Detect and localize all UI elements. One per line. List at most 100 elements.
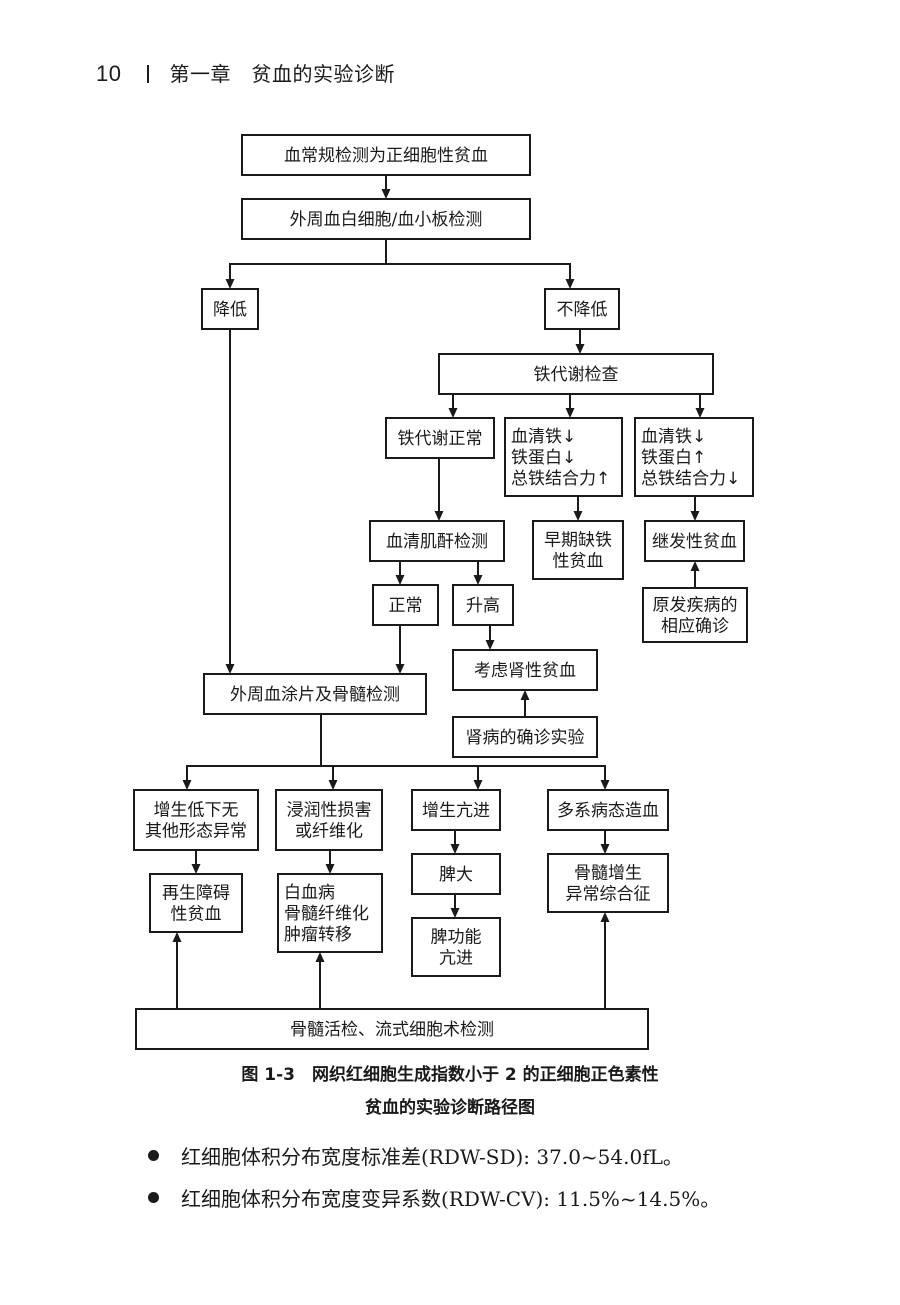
flow-connector xyxy=(695,394,705,418)
arrowhead xyxy=(473,780,483,790)
node-text: 增生低下无 xyxy=(154,801,239,821)
arrowhead xyxy=(225,664,235,674)
node-box xyxy=(411,853,501,895)
arrowhead xyxy=(690,511,700,521)
connector-line xyxy=(386,263,571,279)
chapter-title: 第一章 贫血的实验诊断 xyxy=(169,62,395,86)
flow-connector xyxy=(321,765,610,790)
node-text: 血清铁↓ xyxy=(641,427,706,447)
node-text: 骨髓活检、流式细胞术检测 xyxy=(290,1020,494,1040)
arrowhead xyxy=(600,844,610,854)
node-text: 性贫血 xyxy=(171,905,222,925)
flow-connector xyxy=(600,912,610,1009)
node-box xyxy=(277,873,383,953)
node-box xyxy=(532,520,624,580)
node-box xyxy=(438,353,714,395)
node-box xyxy=(372,584,439,626)
flow-connector xyxy=(325,850,335,874)
flow-node-n16: 外周血涂片及骨髓检测 xyxy=(203,673,427,715)
arrowhead xyxy=(573,511,583,521)
flow-connector xyxy=(172,932,182,1009)
node-text: 血清肌酐检测 xyxy=(386,532,488,552)
node-text: 铁代谢正常 xyxy=(398,429,483,449)
connector-line xyxy=(186,714,322,780)
node-text: 继发性贫血 xyxy=(652,532,737,552)
flow-node-n4: 不降低 xyxy=(544,288,620,330)
node-text: 相应确诊 xyxy=(661,617,729,637)
flow-connector xyxy=(575,329,585,354)
node-box xyxy=(547,853,669,913)
flow-node-n2: 外周血白细胞/血小板检测 xyxy=(241,198,531,240)
flow-connector xyxy=(450,830,460,854)
node-box xyxy=(241,198,531,240)
arrowhead xyxy=(575,344,585,354)
flow-connector xyxy=(225,239,387,289)
flow-connector xyxy=(600,830,610,854)
node-box xyxy=(203,673,427,715)
arrowhead xyxy=(395,664,405,674)
arrowhead xyxy=(315,952,325,962)
flow-node-n8: 血清铁↓铁蛋白↑总铁结合力↓ xyxy=(634,417,754,497)
node-text: 血常规检测为正细胞性贫血 xyxy=(284,146,488,166)
arrowhead xyxy=(182,780,192,790)
node-box xyxy=(241,134,531,176)
arrowhead xyxy=(520,690,530,700)
arrowhead xyxy=(565,279,575,289)
node-text: 肿瘤转移 xyxy=(284,925,352,945)
flow-connector xyxy=(381,175,391,199)
node-text: 原发疾病的 xyxy=(653,596,738,616)
connector-line xyxy=(321,765,606,780)
node-box xyxy=(452,716,598,758)
arrowhead xyxy=(565,408,575,418)
flow-connector xyxy=(182,714,322,790)
bullet-item-rdw-cv: 红细胞体积分布宽度变异系数(RDW-CV): 11.5%~14.5%。 xyxy=(148,1183,720,1212)
flow-node-n13: 升高 xyxy=(452,584,514,626)
node-text: 升高 xyxy=(466,596,500,616)
figure-caption-line-2: 贫血的实验诊断路径图 xyxy=(365,1098,535,1118)
node-text: 性贫血 xyxy=(553,552,604,572)
node-box xyxy=(544,288,620,330)
arrowhead xyxy=(690,561,700,571)
flow-connector xyxy=(328,766,338,790)
node-text: 或纤维化 xyxy=(295,822,363,842)
arrowhead xyxy=(328,780,338,790)
flow-node-n20: 增生亢进 xyxy=(411,789,501,831)
flow-node-n24: 脾大 xyxy=(411,853,501,895)
node-box xyxy=(504,417,623,497)
node-text: 异常综合征 xyxy=(566,885,651,905)
page-header: 10 第一章 贫血的实验诊断 xyxy=(96,58,395,87)
arrowhead xyxy=(600,912,610,922)
flow-connector xyxy=(485,625,495,650)
node-text: 早期缺铁 xyxy=(544,531,612,551)
node-text: 血清铁↓ xyxy=(511,427,576,447)
node-box xyxy=(369,520,505,562)
flow-node-n5: 铁代谢检查 xyxy=(438,353,714,395)
flow-node-n11: 继发性贫血 xyxy=(644,520,745,562)
node-text: 骨髓纤维化 xyxy=(284,904,369,924)
node-text: 浸润性损害 xyxy=(287,801,372,821)
flow-connector xyxy=(450,894,460,918)
flow-connector xyxy=(225,329,235,674)
node-box xyxy=(133,789,259,851)
header-divider xyxy=(147,65,150,83)
flow-connector xyxy=(434,458,444,521)
flow-node-n15: 考虑肾性贫血 xyxy=(452,649,598,691)
node-text: 肾病的确诊实验 xyxy=(466,728,585,748)
node-text: 亢进 xyxy=(439,949,473,969)
node-text: 外周血白细胞/血小板检测 xyxy=(290,210,483,230)
node-text: 脾大 xyxy=(439,865,473,885)
node-box xyxy=(135,1008,649,1050)
node-text: 铁蛋白↓ xyxy=(511,448,576,468)
flow-connector xyxy=(395,561,405,585)
arrowhead xyxy=(225,279,235,289)
flow-node-n21: 多系病态造血 xyxy=(547,789,669,831)
flow-node-n12: 正常 xyxy=(372,584,439,626)
flow-connector xyxy=(448,394,458,418)
flow-connector xyxy=(690,561,700,588)
page-number: 10 xyxy=(96,61,122,86)
